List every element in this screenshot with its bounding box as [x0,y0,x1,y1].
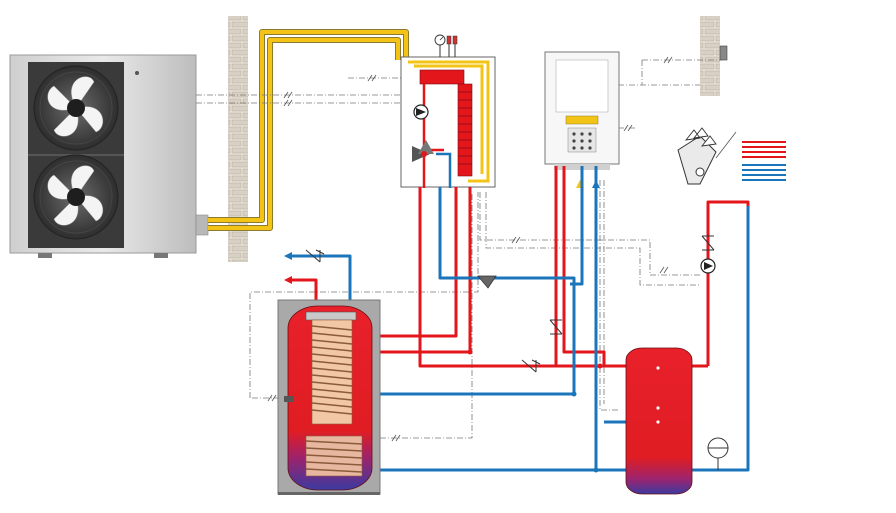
brick-wall-right [700,16,720,96]
control-cables [196,59,722,439]
fan-icon [33,154,119,240]
dhw-flow-arrows [284,252,292,284]
pipe-junctions [467,349,603,473]
fan-icon [33,65,119,151]
outdoor-sensor-icon [719,45,728,61]
check-valve-icon [701,235,715,251]
pump-icon [413,104,429,120]
hydraulic-module [400,56,496,188]
filter-icon [477,275,497,289]
buffer-tank [625,347,693,495]
check-valve-icon [521,359,541,373]
brand-logo-icon [135,71,139,75]
expansion-vessel-icon [707,437,729,470]
cable-break-marks [267,56,673,442]
radiator-emitters [742,141,786,181]
wall-hung-boiler [544,51,620,188]
check-valve-icon [549,319,563,335]
refrigerant-lines [208,29,409,231]
cold-water-pipes [290,166,750,472]
three-way-valve-icon [412,140,434,162]
brick-wall-left [228,16,248,262]
pump-icon [700,258,716,274]
dhw-storage-tank [277,299,381,495]
pressure-gauge-icon [434,34,458,57]
underfloor-heating [677,127,737,185]
check-valve-icon [305,249,325,263]
